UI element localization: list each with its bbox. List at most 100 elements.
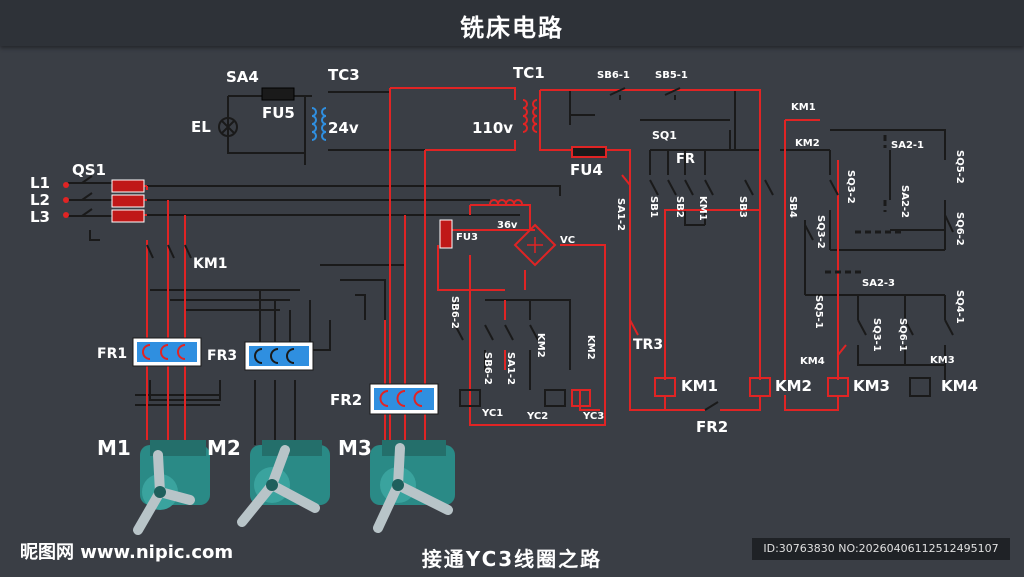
label-km3-coil: KM3 bbox=[853, 377, 890, 395]
fuse-qs1-3 bbox=[111, 209, 145, 223]
label-m2: M2 bbox=[207, 436, 241, 460]
coil-km1 bbox=[654, 377, 676, 397]
motor-m1-icon bbox=[133, 440, 210, 535]
label-sq6-2: SQ6-2 bbox=[954, 212, 965, 246]
lamp-el-icon bbox=[218, 117, 238, 137]
relay-fr2 bbox=[369, 383, 439, 415]
coil-km4 bbox=[909, 377, 931, 397]
fuse-qs1-2 bbox=[111, 194, 145, 208]
label-36v: 36v bbox=[497, 220, 518, 231]
label-sb6-2: SB6-2 bbox=[449, 296, 460, 329]
label-km3-small: KM3 bbox=[930, 355, 955, 366]
label-sa4: SA4 bbox=[226, 68, 259, 86]
relay-fr1 bbox=[132, 337, 202, 367]
label-sb2: SB2 bbox=[674, 196, 685, 218]
page-title: 铣床电路 bbox=[460, 14, 564, 42]
label-tc1: TC1 bbox=[513, 64, 545, 82]
label-qs1: QS1 bbox=[72, 161, 106, 179]
label-sq1: SQ1 bbox=[652, 129, 677, 142]
label-km1-top: KM1 bbox=[791, 102, 816, 113]
label-sa2-1: SA2-1 bbox=[891, 140, 924, 151]
control-coils bbox=[459, 377, 931, 407]
label-sb3: SB3 bbox=[737, 196, 748, 218]
label-sb5-1: SB5-1 bbox=[655, 70, 688, 81]
label-sq5-2: SQ5-2 bbox=[954, 150, 965, 184]
label-sa2-3: SA2-3 bbox=[862, 278, 895, 289]
label-tr3: TR3 bbox=[633, 337, 663, 353]
coil-yc3 bbox=[571, 389, 591, 407]
thermal-relays bbox=[132, 337, 439, 415]
label-sq3-2a: SQ3-2 bbox=[845, 170, 856, 204]
label-sa2-2: SA2-2 bbox=[899, 185, 910, 218]
label-l3: L3 bbox=[30, 208, 50, 226]
fuse-fu4 bbox=[571, 146, 607, 158]
label-sa1-2: SA1-2 bbox=[615, 198, 626, 231]
title-bar bbox=[0, 0, 1024, 46]
label-fr: FR bbox=[676, 152, 695, 167]
label-yc1: YC1 bbox=[481, 408, 503, 419]
label-fu3: FU3 bbox=[456, 232, 478, 243]
label-km1-v: KM1 bbox=[697, 196, 708, 221]
label-fu5: FU5 bbox=[262, 104, 295, 122]
transformer-coils bbox=[311, 107, 327, 141]
label-sb6-2b: SB6-2 bbox=[482, 352, 493, 385]
label-km1-coil: KM1 bbox=[681, 377, 718, 395]
label-sb1: SB1 bbox=[648, 196, 659, 218]
label-km2-b: KM2 bbox=[585, 335, 596, 360]
label-l1: L1 bbox=[30, 174, 50, 192]
label-110v: 110v bbox=[472, 119, 513, 137]
label-sq3-1: SQ3-1 bbox=[871, 318, 882, 352]
tc3-coil-right bbox=[321, 107, 327, 141]
dashed-links bbox=[825, 135, 905, 274]
label-sq6-1: SQ6-1 bbox=[897, 318, 908, 352]
label-sa1-2b: SA1-2 bbox=[505, 352, 516, 385]
label-l2: L2 bbox=[30, 191, 50, 209]
label-fr3: FR3 bbox=[207, 348, 237, 364]
active-path bbox=[120, 87, 839, 440]
label-tc3: TC3 bbox=[328, 66, 360, 84]
coil-yc2 bbox=[544, 389, 566, 407]
rectifier-vc-icon bbox=[513, 223, 557, 267]
label-km2-a: KM2 bbox=[535, 333, 546, 358]
label-vc: VC bbox=[560, 235, 575, 246]
fuse-fu5 bbox=[261, 87, 295, 101]
label-km2-top: KM2 bbox=[795, 138, 820, 149]
label-yc3: YC3 bbox=[582, 411, 604, 422]
label-sq3-2b: SQ3-2 bbox=[815, 215, 826, 249]
relay-fr3 bbox=[244, 341, 314, 371]
image-id-badge: ID:30763830 NO:20260406112512495107 bbox=[752, 538, 1010, 560]
tc3-coil-left bbox=[311, 107, 317, 141]
label-sq5-1: SQ5-1 bbox=[813, 295, 824, 329]
contacts bbox=[81, 87, 954, 341]
label-m1: M1 bbox=[97, 436, 131, 460]
label-yc2: YC2 bbox=[526, 411, 548, 422]
label-km1-main: KM1 bbox=[193, 256, 228, 272]
label-m3: M3 bbox=[338, 436, 372, 460]
label-el: EL bbox=[191, 118, 211, 136]
active-contacts bbox=[621, 174, 847, 356]
label-sb4: SB4 bbox=[787, 196, 798, 218]
motor-m2-icon bbox=[237, 440, 330, 527]
fuse-fu3 bbox=[439, 219, 453, 249]
vertical-labels: SQ5-2 SA1-2 SB1 SB2 KM1 SB3 SB4 SQ3-2 SQ… bbox=[449, 150, 965, 385]
label-group: SA4 EL FU5 TC3 24v TC1 110v SB6-1 SB5-1 … bbox=[30, 64, 978, 460]
terminals bbox=[63, 182, 69, 218]
label-km4-coil: KM4 bbox=[941, 377, 978, 395]
fuses bbox=[111, 87, 607, 249]
coil-yc1 bbox=[459, 389, 481, 407]
label-sq4-1: SQ4-1 bbox=[954, 290, 965, 324]
page-subtitle: 接通YC3线圈之路 bbox=[421, 547, 603, 571]
label-24v: 24v bbox=[328, 119, 359, 137]
watermark-logo: 昵图网 www.nipic.com bbox=[20, 542, 234, 563]
tc1-coils bbox=[489, 99, 538, 205]
fr2-contact bbox=[704, 401, 719, 411]
coil-km3 bbox=[827, 377, 849, 397]
label-km2-coil: KM2 bbox=[775, 377, 812, 395]
label-fu4: FU4 bbox=[570, 161, 603, 179]
fuse-qs1-1 bbox=[111, 179, 145, 193]
label-sb6-1: SB6-1 bbox=[597, 70, 630, 81]
label-fr1: FR1 bbox=[97, 346, 127, 362]
label-fr2-bottom: FR2 bbox=[696, 418, 728, 436]
